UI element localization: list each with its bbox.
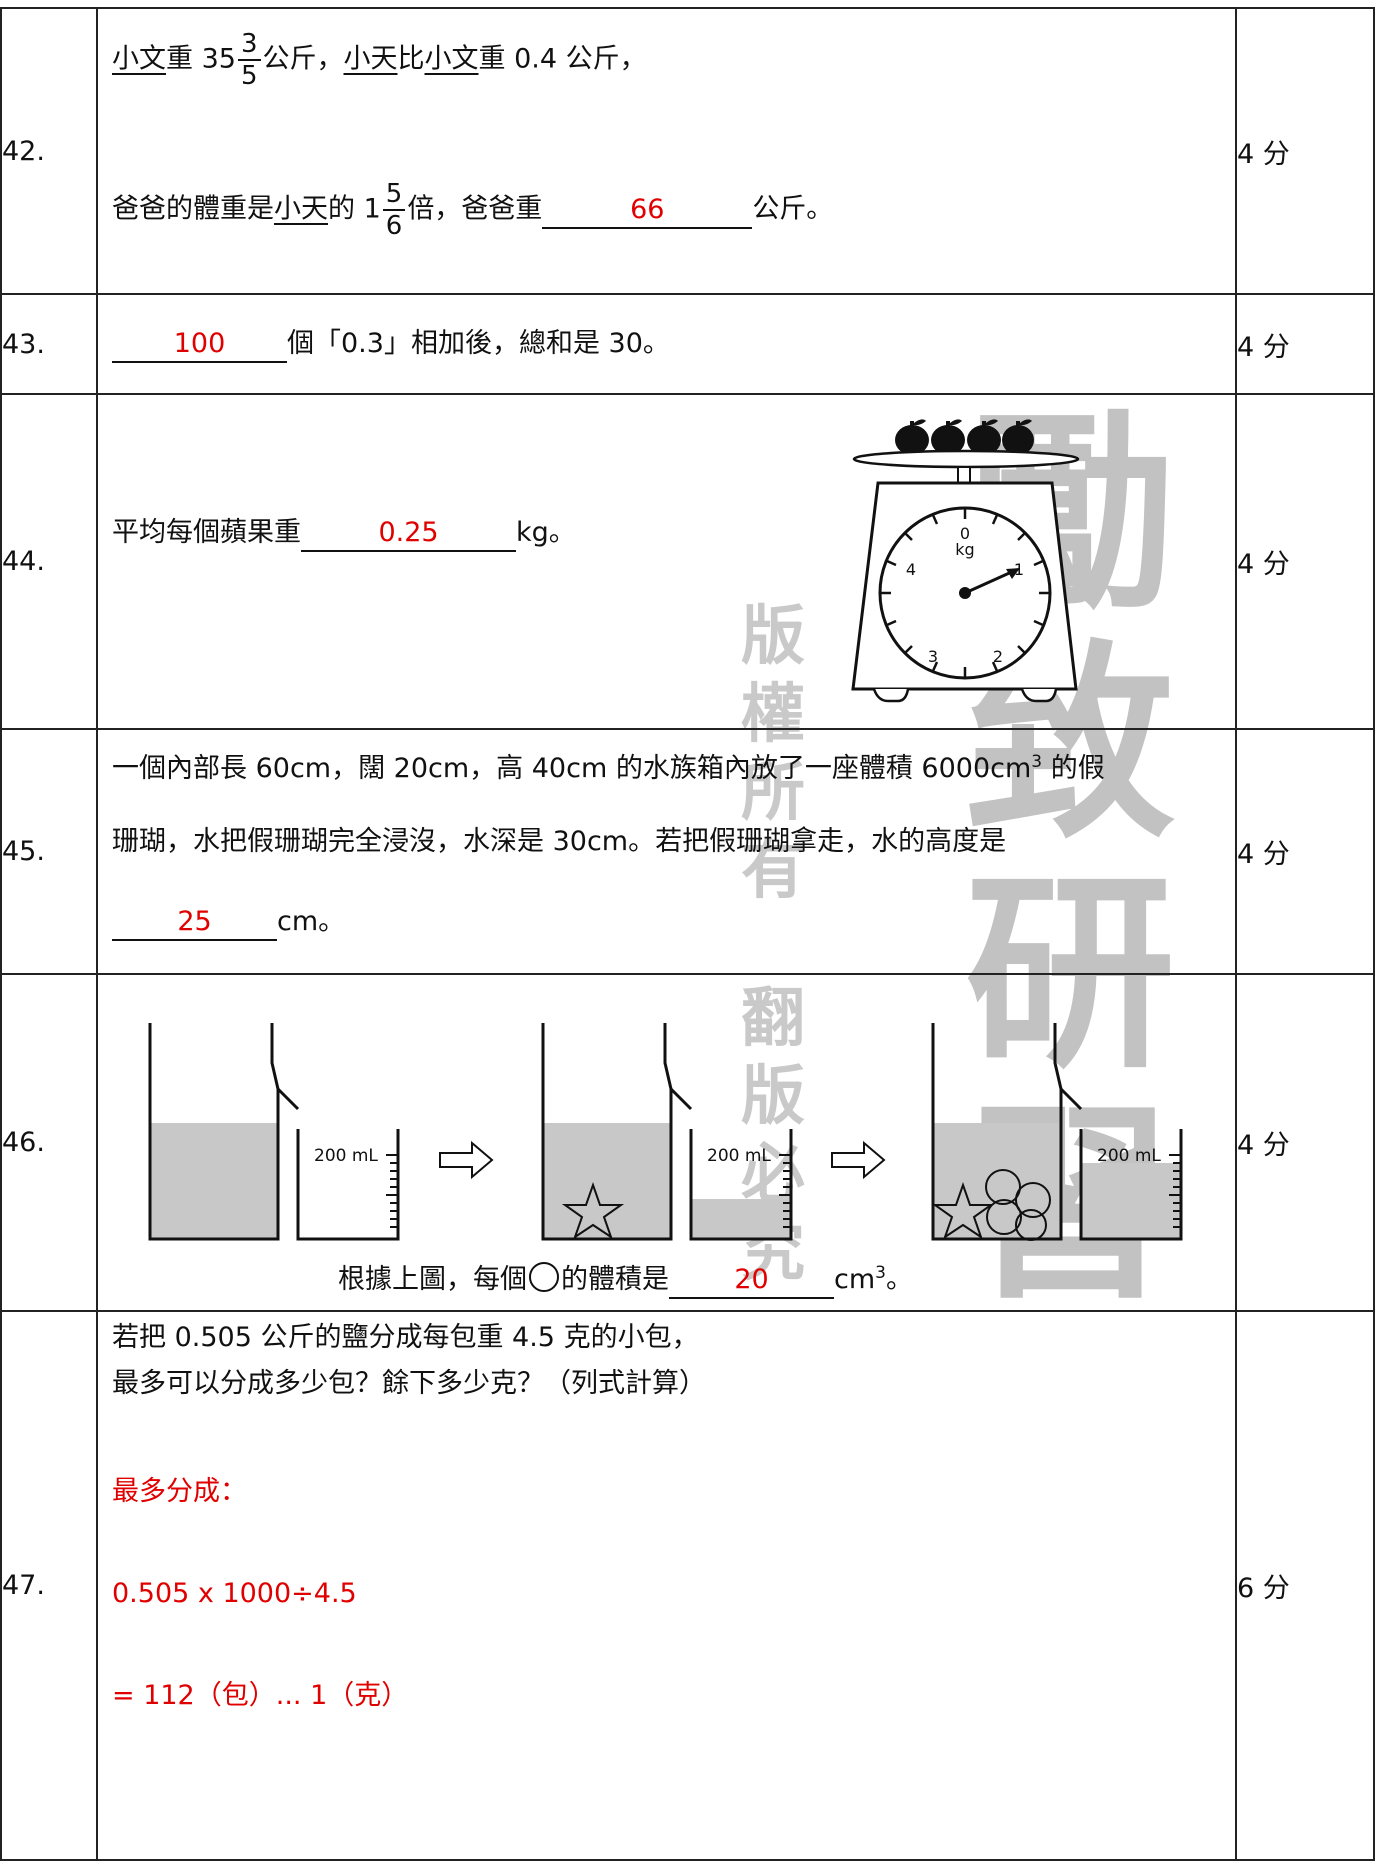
dial-label: 3 <box>928 647 938 666</box>
beaker-3: 200 mL <box>1079 1129 1183 1241</box>
answer-blank[interactable]: 25 <box>112 905 277 941</box>
dial-label: 2 <box>993 647 1003 666</box>
score-cell: 4 分 <box>1235 728 1375 975</box>
dial-pointer <box>964 568 1017 595</box>
name-xiaowen: 小文 <box>112 43 166 75</box>
circle-icon <box>986 1199 1022 1235</box>
apple-icon <box>967 419 1001 455</box>
score-cell: 4 分 <box>1235 973 1375 1312</box>
score-cell: 4 分 <box>1235 393 1375 730</box>
answer-blank[interactable]: 0.25 <box>301 516 516 552</box>
container-3 <box>931 1023 1083 1241</box>
star-icon <box>931 1181 995 1240</box>
answer-line: 最多分成： <box>112 1476 247 1507</box>
score-cell: 4 分 <box>1235 7 1375 295</box>
name-xiaotian: 小天 <box>343 43 398 75</box>
beaker-2: 200 mL <box>689 1129 793 1241</box>
question-content: 一個內部長 60cm，闊 20cm，高 40cm 的水族箱內放了一座體積 600… <box>96 728 1237 975</box>
question-number: 47. <box>0 1310 98 1861</box>
question-content: 200 mL <box>96 973 1237 1312</box>
question-number: 44. <box>0 393 98 730</box>
answer-blank[interactable]: 20 <box>669 1263 834 1299</box>
circle-icon <box>1015 1209 1047 1241</box>
beaker-label: 200 mL <box>314 1146 378 1166</box>
scale-diagram: 0 kg 1 2 3 4 <box>851 419 1080 703</box>
score-cell: 4 分 <box>1235 293 1375 395</box>
name-xiaotian: 小天 <box>274 193 328 225</box>
answer-blank[interactable]: 66 <box>542 193 753 229</box>
question-number: 45. <box>0 728 98 975</box>
question-number: 42. <box>0 7 98 295</box>
beaker-1: 200 mL <box>296 1129 400 1241</box>
scale-plate <box>852 449 1080 469</box>
answer-blank[interactable]: 100 <box>112 327 287 363</box>
container-1 <box>148 1023 300 1241</box>
dial-label: 4 <box>906 560 916 579</box>
answer-line: 0.505 x 1000÷4.5 <box>112 1578 357 1609</box>
question-text-line: 若把 0.505 公斤的鹽分成每包重 4.5 克的小包， <box>112 1322 699 1353</box>
question-row-45: 45. 一個內部長 60cm，闊 20cm，高 40cm 的水族箱內放了一座體積… <box>0 728 1375 975</box>
circle-icon <box>985 1169 1021 1205</box>
apples <box>895 419 1034 455</box>
circle-icon <box>1015 1182 1051 1218</box>
question-row-46: 46. 200 mL <box>0 973 1375 1312</box>
question-number: 43. <box>0 293 98 395</box>
star-icon <box>561 1181 625 1240</box>
name-xiaowen: 小文 <box>424 43 479 75</box>
apple-icon <box>895 419 929 455</box>
question-row-47: 47. 若把 0.505 公斤的鹽分成每包重 4.5 克的小包， 最多可以分成多… <box>0 1310 1375 1861</box>
arrow-right-icon <box>439 1140 494 1180</box>
dial-label: 1 <box>1014 560 1024 579</box>
container-2 <box>541 1023 693 1241</box>
dial-ticks <box>880 508 1050 678</box>
beaker-label: 200 mL <box>1097 1146 1161 1166</box>
apple-icon <box>931 419 965 455</box>
score-cell: 6 分 <box>1235 1310 1375 1861</box>
beaker-label: 200 mL <box>707 1146 771 1166</box>
displacement-diagram: 200 mL <box>148 1023 1183 1241</box>
apple-icon <box>1002 419 1034 455</box>
arrow-right-icon <box>831 1140 886 1180</box>
circle-icon <box>529 1262 559 1292</box>
question-number: 46. <box>0 973 98 1312</box>
answer-line: = 112（包）... 1（克） <box>112 1680 409 1711</box>
dial-label: 0 <box>960 524 970 543</box>
dial-unit-label: kg <box>955 540 974 559</box>
question-text-line: 最多可以分成多少包？餘下多少克？（列式計算） <box>112 1368 706 1399</box>
question-content: 若把 0.505 公斤的鹽分成每包重 4.5 克的小包， 最多可以分成多少包？餘… <box>96 1310 1237 1861</box>
